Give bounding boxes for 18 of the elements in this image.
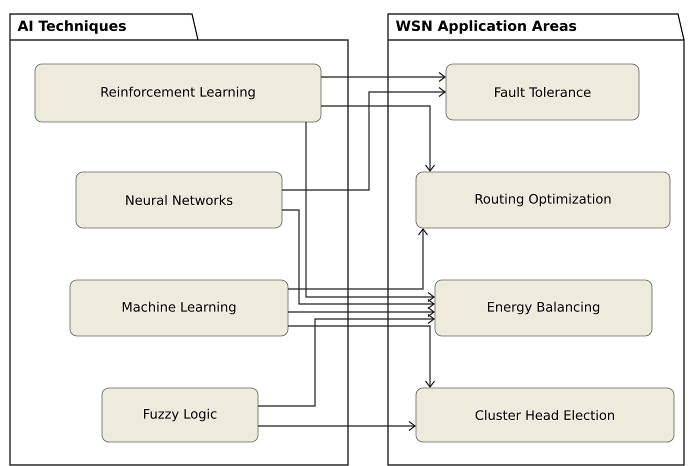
technique-box: Cluster Head Election xyxy=(416,388,674,442)
technique-box: Energy Balancing xyxy=(434,280,652,336)
arrow xyxy=(288,325,435,388)
technique-box: Fuzzy Logic xyxy=(102,388,258,442)
arrow xyxy=(258,314,435,407)
arrow xyxy=(282,209,435,309)
technique-box: Reinforcement Learning xyxy=(34,64,322,122)
arrow xyxy=(258,421,416,431)
technique-box: Neural Networks xyxy=(76,172,282,228)
arrow xyxy=(321,72,446,82)
technique-box: Routing Optimization xyxy=(416,172,670,228)
arrow xyxy=(305,122,435,302)
arrow xyxy=(288,307,435,317)
arrow xyxy=(288,228,428,290)
technique-box: Fault Tolerance xyxy=(446,64,640,120)
arrow xyxy=(321,105,435,172)
technique-box: Machine Learning xyxy=(70,280,288,336)
arrow xyxy=(282,87,446,191)
